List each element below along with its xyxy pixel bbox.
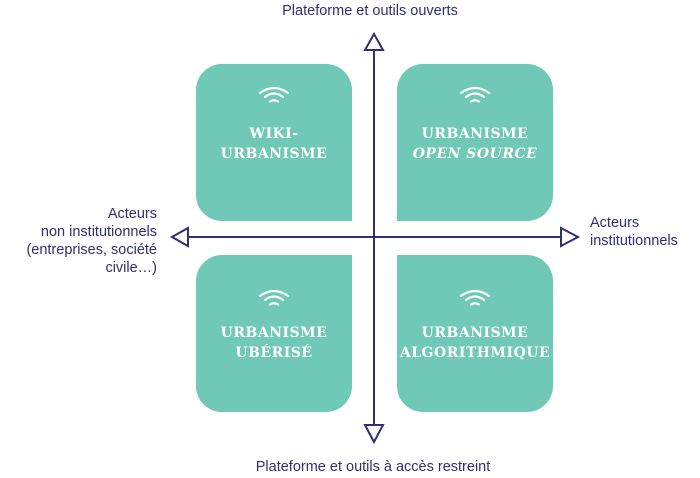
axis-label-left-line: civile…): [105, 260, 157, 276]
wifi-icon: [258, 86, 290, 103]
axis-label-top: Plateforme et outils ouverts: [282, 3, 458, 19]
axis-label-right-line: institutionnels: [590, 233, 678, 249]
quadrant-wiki-urbanisme: WIKI- URBANISME: [196, 64, 352, 221]
arrow-down-icon: [363, 424, 385, 445]
quadrant-urbanisme-open-source: URBANISME OPEN SOURCE: [397, 64, 553, 221]
axis-label-left-line: non institutionnels: [40, 224, 157, 240]
quadrant-urbanisme-algorithmique: URBANISME ALGORITHMIQUE: [397, 255, 553, 412]
wifi-icon: [258, 289, 290, 306]
axis-label-right-line: Acteurs: [590, 215, 640, 231]
arrow-right-icon: [560, 226, 581, 248]
wifi-icon: [459, 289, 491, 306]
arrow-left-icon: [169, 226, 189, 248]
quadrant-title: ALGORITHMIQUE: [399, 345, 551, 361]
quadrant-title: WIKI-: [249, 126, 299, 142]
quadrant-title: URBANISME: [421, 325, 529, 341]
quadrant-title: URBANISME: [220, 325, 328, 341]
axis-label-bottom: Plateforme et outils à accès restreint: [255, 459, 491, 475]
arrow-up-icon: [363, 31, 385, 51]
axis-label-right: Acteurs institutionnels: [590, 214, 678, 250]
quadrant-urbanisme-uberise: URBANISME UBÉRISÉ: [196, 255, 352, 412]
quadrant-title: OPEN SOURCE: [397, 144, 553, 164]
axis-label-left-line: Acteurs: [107, 206, 157, 222]
axis-label-left: Acteurs non institutionnels (entreprises…: [26, 205, 157, 277]
quadrant-title: URBANISME: [220, 146, 328, 162]
quadrant-title-italic: OPEN SOURCE: [412, 146, 538, 162]
quadrant-title: UBÉRISÉ: [235, 345, 313, 361]
wifi-icon: [459, 86, 491, 103]
axis-label-left-line: (entreprises, société: [26, 242, 157, 258]
quadrant-title: URBANISME: [421, 126, 529, 142]
